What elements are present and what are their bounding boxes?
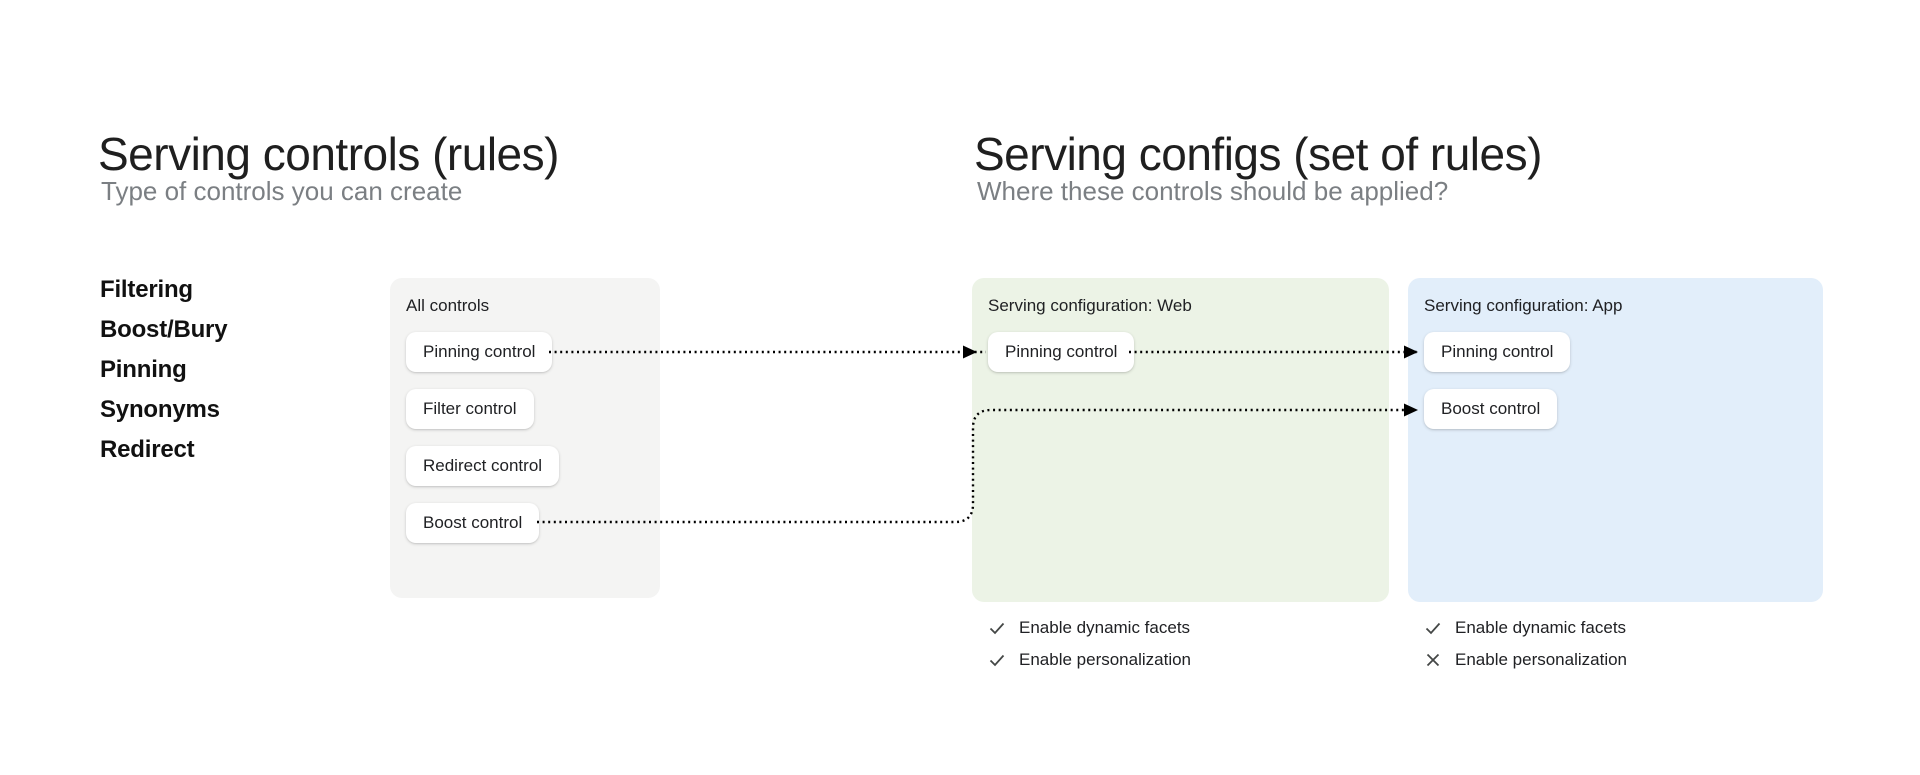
- all-controls-card: All controls Pinning control Filter cont…: [390, 278, 660, 598]
- control-types-list: Filtering Boost/Bury Pinning Synonyms Re…: [100, 270, 228, 470]
- serving-configs-subtitle: Where these controls should be applied?: [977, 176, 1449, 206]
- serving-controls-title: Serving controls (rules): [98, 127, 559, 180]
- serving-config-app-card: Serving configuration: App Pinning contr…: [1408, 278, 1823, 602]
- web-chip-column: Pinning control: [988, 332, 1373, 372]
- all-controls-card-title: All controls: [406, 296, 490, 315]
- cross-icon: [1426, 653, 1440, 667]
- app-pinning-control-chip[interactable]: Pinning control: [1424, 332, 1571, 372]
- boost-control-chip[interactable]: Boost control: [406, 503, 540, 543]
- control-type-filtering: Filtering: [100, 276, 193, 303]
- check-icon: [989, 622, 1005, 635]
- web-feature-list: Enable dynamic facets Enable personaliza…: [988, 612, 1191, 676]
- check-icon: [989, 654, 1005, 667]
- check-icon: [1425, 622, 1441, 635]
- control-type-boost-bury: Boost/Bury: [100, 316, 228, 343]
- feature-label: Enable dynamic facets: [1019, 618, 1191, 637]
- serving-configs-title: Serving configs (set of rules): [974, 127, 1542, 180]
- feature-row: Enable dynamic facets: [988, 612, 1191, 644]
- filter-control-chip[interactable]: Filter control: [406, 389, 534, 429]
- feature-label: Enable personalization: [1455, 650, 1628, 669]
- feature-label: Enable dynamic facets: [1455, 618, 1627, 637]
- redirect-control-chip[interactable]: Redirect control: [406, 446, 560, 486]
- web-card-title: Serving configuration: Web: [988, 296, 1192, 315]
- all-controls-chip-column: Pinning control Filter control Redirect …: [406, 332, 644, 543]
- serving-controls-subtitle: Type of controls you can create: [101, 176, 463, 206]
- feature-row: Enable dynamic facets: [1424, 612, 1627, 644]
- app-chip-column: Pinning control Boost control: [1424, 332, 1807, 429]
- pinning-control-chip[interactable]: Pinning control: [406, 332, 553, 372]
- app-feature-list: Enable dynamic facets Enable personaliza…: [1424, 612, 1627, 676]
- control-type-redirect: Redirect: [100, 436, 195, 463]
- control-type-synonyms: Synonyms: [100, 396, 220, 423]
- control-type-pinning: Pinning: [100, 356, 187, 383]
- web-pinning-control-chip[interactable]: Pinning control: [988, 332, 1135, 372]
- app-boost-control-chip[interactable]: Boost control: [1424, 389, 1558, 429]
- app-card-title: Serving configuration: App: [1424, 296, 1623, 315]
- serving-config-web-card: Serving configuration: Web Pinning contr…: [972, 278, 1389, 602]
- feature-label: Enable personalization: [1019, 650, 1192, 669]
- feature-row: Enable personalization: [1424, 644, 1627, 676]
- feature-row: Enable personalization: [988, 644, 1191, 676]
